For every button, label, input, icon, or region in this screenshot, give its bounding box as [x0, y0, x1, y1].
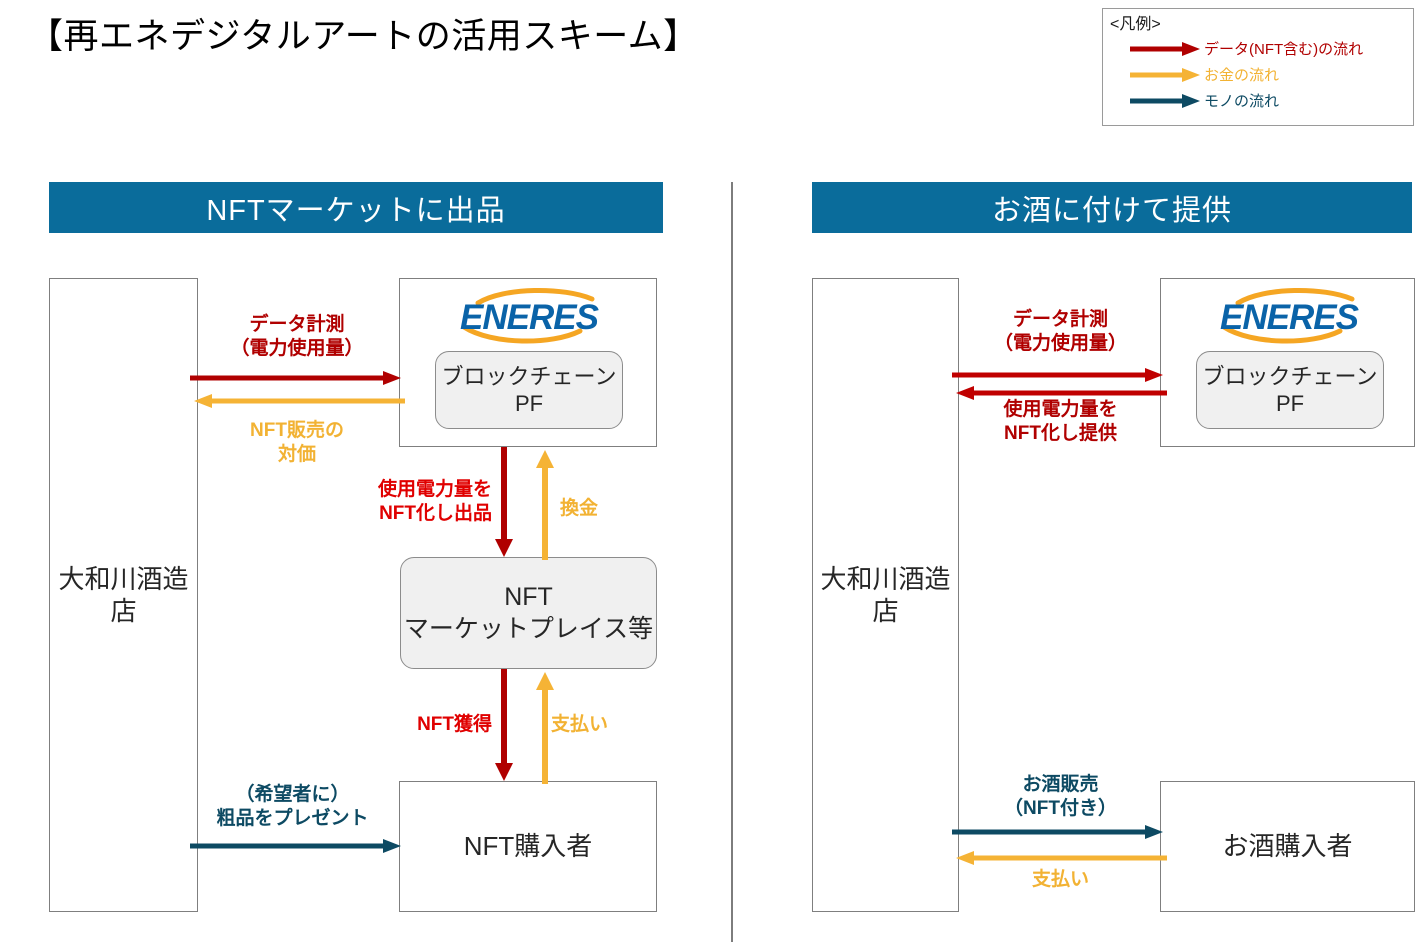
legend-arrow-goods-icon [1128, 91, 1204, 111]
legend-label-data-flow: データ(NFT含む)の流れ [1204, 40, 1364, 58]
eneres-wordmark: ENERES [1220, 298, 1359, 337]
left-label-cashout: 換金 [560, 498, 599, 519]
left-arrow-money-nft-sale [194, 394, 405, 408]
legend-item-money-flow: お金の流れ [1128, 62, 1408, 88]
right-pf-line1: ブロックチェーン [1202, 363, 1378, 389]
right-arrow-label-payment: 支払い [958, 868, 1163, 892]
section-header-right: お酒に付けて提供 [812, 182, 1412, 233]
left-label-gift-l1: （希望者に） [235, 784, 350, 805]
legend-items: データ(NFT含む)の流れ お金の流れ モノの流れ [1128, 36, 1408, 114]
left-arrow-goods-gift [190, 839, 401, 853]
section-header-left: NFTマーケットに出品 [49, 182, 663, 233]
left-pf-line1: ブロックチェーン [441, 363, 617, 389]
right-label-measure-l2: （電力使用量） [993, 332, 1127, 354]
eneres-logo-swoosh-icon [461, 287, 595, 344]
left-arrow-money-payment [536, 672, 554, 784]
left-arrow-label-cashout: 換金 [560, 497, 660, 521]
right-label-sale-l2: （NFT付き） [1004, 797, 1117, 819]
left-label-data-measure-l2: （電力使用量） [230, 337, 364, 359]
left-arrow-label-nft-mint: 使用電力量を NFT化し出品 [352, 478, 492, 526]
left-arrow-data-nft-mint [495, 447, 513, 557]
right-arrow-label-sake-sale: お酒販売 （NFT付き） [958, 773, 1163, 821]
right-label-provide-l1: 使用電力量を [1003, 399, 1118, 420]
right-arrow-label-nft-provide: 使用電力量を NFT化し提供 [958, 398, 1163, 446]
right-pf-line2: PF [1275, 391, 1305, 416]
left-marketplace-line2: マーケットプレイス等 [403, 615, 654, 643]
left-label-data-measure-l1: データ計測 [249, 314, 345, 335]
left-marketplace-line1: NFT [504, 582, 553, 611]
left-arrow-data-measure [190, 371, 401, 385]
page-title: 【再エネデジタルアートの活用スキーム】 [28, 17, 699, 56]
legend-arrow-money-icon [1128, 65, 1204, 85]
left-buyer-label: NFT購入者 [463, 831, 593, 862]
right-node-sake-buyer: お酒購入者 [1160, 781, 1415, 912]
legend-label-goods-flow: モノの流れ [1204, 92, 1280, 110]
left-eneres-logo: ENERES [434, 287, 624, 345]
right-brewery-label: 大和川酒造店 [820, 563, 951, 627]
legend-panel [1102, 8, 1414, 126]
left-arrow-money-cashout [536, 450, 554, 560]
left-label-mint-l2: NFT化し出品 [379, 502, 492, 524]
left-arrow-label-nft-acquire: NFT獲得 [382, 713, 492, 737]
right-label-measure-l1: データ計測 [1012, 309, 1108, 330]
right-node-blockchain-pf: ブロックチェーン PF [1196, 351, 1384, 429]
left-label-money-l2: 対価 [277, 443, 316, 465]
left-node-brewery: 大和川酒造店 [49, 278, 198, 912]
right-label-sale-l1: お酒販売 [1022, 774, 1099, 795]
left-label-acquire: NFT獲得 [417, 714, 492, 735]
left-node-nft-buyer: NFT購入者 [399, 781, 657, 912]
eneres-logo-swoosh-icon [1221, 287, 1355, 344]
right-eneres-logo: ENERES [1194, 287, 1384, 345]
right-arrow-data-measure [952, 368, 1163, 382]
legend-arrow-data-icon [1128, 39, 1204, 59]
left-node-nft-marketplace: NFT マーケットプレイス等 [400, 557, 657, 669]
left-arrow-label-data-measure: データ計測 （電力使用量） [197, 313, 397, 361]
right-node-brewery: 大和川酒造店 [812, 278, 959, 912]
right-arrow-data-nft-provide [956, 386, 1167, 400]
eneres-wordmark: ENERES [460, 298, 599, 337]
legend-item-data-flow: データ(NFT含む)の流れ [1128, 36, 1408, 62]
legend-title: <凡例> [1110, 16, 1161, 33]
right-label-payment: 支払い [1031, 869, 1089, 890]
left-node-blockchain-pf: ブロックチェーン PF [435, 351, 623, 429]
left-arrow-label-money-nft-sale: NFT販売の 対価 [197, 419, 397, 467]
left-arrow-label-payment: 支払い [551, 713, 661, 737]
legend-item-goods-flow: モノの流れ [1128, 88, 1408, 114]
left-node-eneres: ENERES ブロックチェーン PF [399, 278, 657, 447]
left-label-mint-l1: 使用電力量を [377, 479, 492, 500]
left-label-gift-l2: 粗品をプレゼント [216, 807, 369, 829]
left-brewery-label: 大和川酒造店 [58, 563, 189, 627]
right-node-eneres: ENERES ブロックチェーン PF [1160, 278, 1415, 447]
left-label-money-l1: NFT販売の [250, 420, 344, 441]
left-pf-line2: PF [514, 391, 544, 416]
right-arrow-money-payment [956, 851, 1167, 865]
right-buyer-label: お酒購入者 [1222, 831, 1353, 862]
right-arrow-goods-sake-sale [952, 825, 1163, 839]
left-label-payment: 支払い [551, 714, 609, 735]
right-label-provide-l2: NFT化し提供 [1004, 422, 1117, 444]
left-arrow-label-goods-gift: （希望者に） 粗品をプレゼント [185, 783, 400, 831]
right-arrow-label-data-measure: データ計測 （電力使用量） [958, 308, 1163, 356]
left-arrow-data-nft-acquire [495, 669, 513, 781]
panel-divider [731, 182, 733, 942]
legend-label-money-flow: お金の流れ [1204, 66, 1280, 84]
